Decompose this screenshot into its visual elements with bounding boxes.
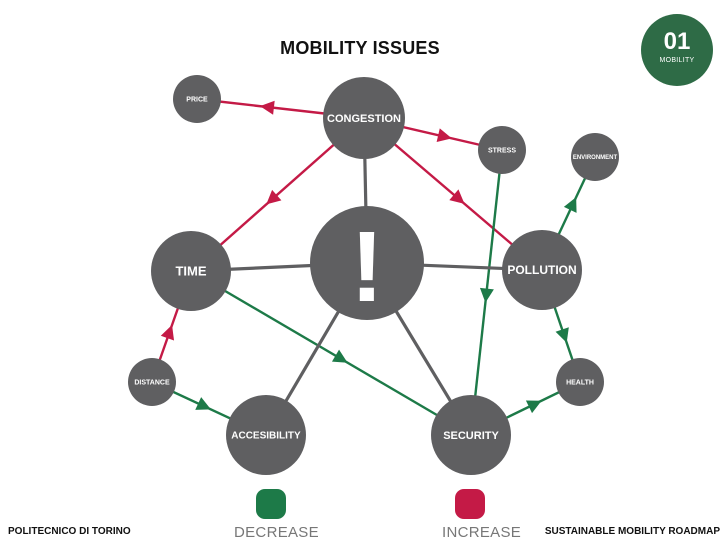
node-label-environment: ENVIRONMENT xyxy=(573,155,618,161)
legend-decrease-label: DECREASE xyxy=(234,524,319,541)
legend-decrease-swatch xyxy=(256,489,286,519)
node-label-distance: DISTANCE xyxy=(134,379,170,386)
arrow-distance-to-accesibility xyxy=(195,397,211,410)
node-distance: DISTANCE xyxy=(128,358,176,406)
node-label-congestion: CONGESTION xyxy=(327,113,401,125)
node-price: PRICE xyxy=(173,75,221,123)
node-time: TIME xyxy=(151,231,231,311)
arrow-congestion-to-price xyxy=(259,100,275,115)
warning-exclamation-icon: ! xyxy=(350,211,383,323)
arrow-distance-to-time xyxy=(160,324,175,341)
node-health: HEALTH xyxy=(556,358,604,406)
node-label-stress: STRESS xyxy=(488,147,516,154)
node-stress: STRESS xyxy=(478,126,526,174)
node-congestion: CONGESTION xyxy=(323,77,405,159)
arrow-congestion-to-stress xyxy=(436,128,452,143)
node-label-pollution: POLLUTION xyxy=(507,263,576,277)
arrow-congestion-to-pollution xyxy=(449,189,465,204)
arrow-congestion-to-time xyxy=(266,189,282,205)
section-label: MOBILITY xyxy=(659,57,695,64)
node-label-health: HEALTH xyxy=(566,379,594,386)
legend-increase-swatch xyxy=(455,489,485,519)
footer-institution: POLITECNICO DI TORINO xyxy=(8,526,131,537)
center-warning-node: ! xyxy=(310,206,424,323)
node-pollution: POLLUTION xyxy=(502,230,582,310)
arrow-security-to-health xyxy=(525,400,542,414)
arrow-pollution-to-environment xyxy=(563,197,577,213)
node-label-price: PRICE xyxy=(186,96,208,103)
node-label-accesibility: ACCESIBILITY xyxy=(231,431,301,442)
footer-project: SUSTAINABLE MOBILITY ROADMAP xyxy=(544,526,720,537)
node-label-security: SECURITY xyxy=(443,430,499,442)
section-badge: 01 MOBILITY xyxy=(641,14,713,86)
arrow-pollution-to-health xyxy=(555,327,569,343)
link-time-to-security xyxy=(190,269,472,437)
arrow-stress-to-security xyxy=(479,287,494,303)
node-accesibility: ACCESIBILITY xyxy=(226,395,306,475)
node-environment: ENVIRONMENT xyxy=(571,133,619,181)
node-security: SECURITY xyxy=(431,395,511,475)
nodes-layer: ! PRICE CONGESTION STRESS ENVIRONMENT TIME POL… xyxy=(128,75,619,475)
section-number: 01 xyxy=(663,28,691,55)
node-label-time: TIME xyxy=(175,264,206,279)
arrow-time-to-security xyxy=(331,349,348,363)
legend-increase-label: INCREASE xyxy=(442,524,522,541)
page-title: MOBILITY ISSUES xyxy=(280,38,440,58)
